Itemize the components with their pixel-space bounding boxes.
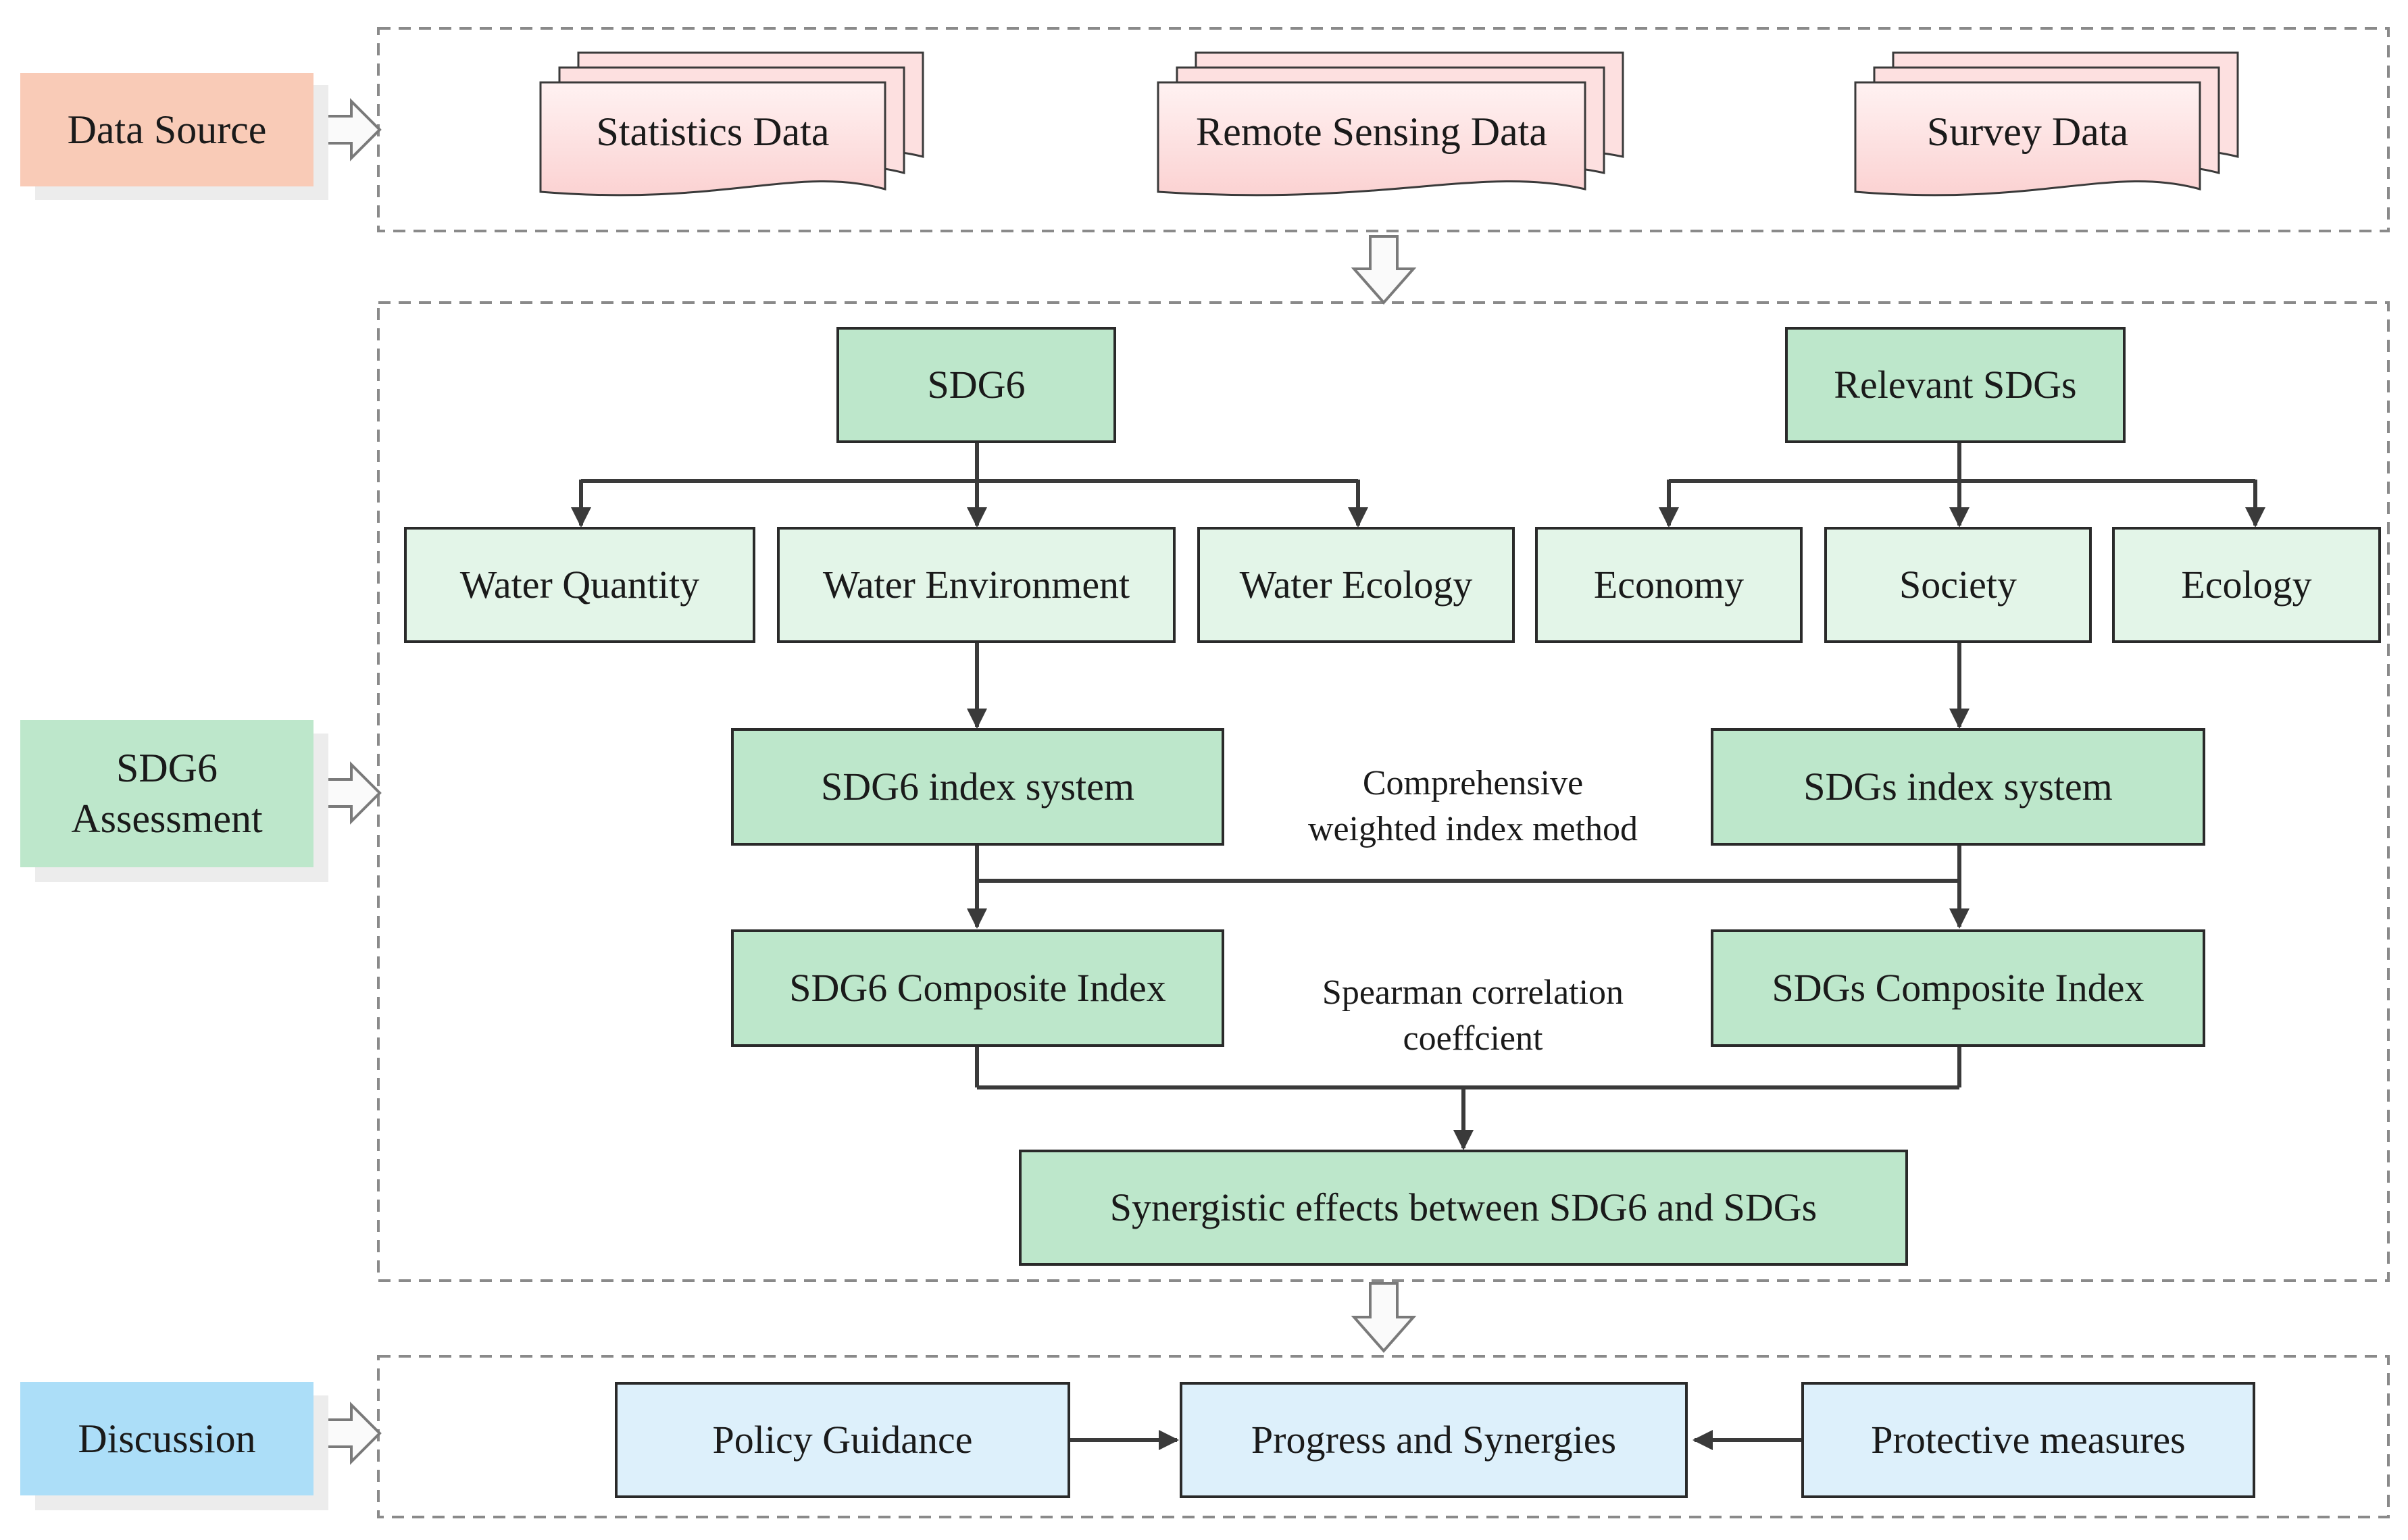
method-note-line1: Comprehensive [1362,764,1584,802]
sdg6-index-system-node: SDG6 index system [731,728,1224,846]
correlation-note: Spearman correlation coeffcient [1257,970,1689,1061]
sdgs-composite-node: SDGs Composite Index [1711,929,2205,1047]
water-ecology-node: Water Ecology [1197,527,1515,643]
document-stack-survey [1854,51,2239,197]
discussion-label-text: Discussion [78,1416,256,1461]
data-source-label-text: Data Source [67,107,267,152]
assessment-label: SDG6 Assessment [20,720,313,867]
synergy-node: Synergistic effects between SDG6 and SDG… [1019,1150,1908,1266]
document-stack-statistics [539,51,924,197]
sdg6-composite-node: SDG6 Composite Index [731,929,1224,1047]
method-note-line2: weighted index method [1307,809,1638,848]
arrow-down-icon [1351,235,1417,1354]
protective-measures-node: Protective measures [1801,1382,2255,1498]
discussion-label: Discussion [20,1382,313,1495]
assessment-label-line1: SDG6 [116,746,218,790]
statistics-data-text: Statistics Data [596,109,830,154]
society-node: Society [1824,527,2092,643]
water-quantity-node: Water Quantity [404,527,755,643]
water-environment-node: Water Environment [777,527,1176,643]
relevant-sdgs-node: Relevant SDGs [1785,327,2126,443]
correlation-note-line1: Spearman correlation [1322,973,1624,1012]
sdgs-index-system-node: SDGs index system [1711,728,2205,846]
connectors [571,443,2265,1450]
sdg6-node: SDG6 [836,327,1116,443]
survey-data-text: Survey Data [1926,109,2129,154]
policy-guidance-node: Policy Guidance [615,1382,1070,1498]
assessment-label-line2: Assessment [71,796,263,841]
document-stack-remote-sensing [1157,51,1624,197]
remote-sensing-data-text: Remote Sensing Data [1196,109,1547,154]
ecology-node: Ecology [2112,527,2381,643]
progress-synergies-node: Progress and Synergies [1180,1382,1688,1498]
arrow-right-icon [312,98,382,1465]
data-source-label: Data Source [20,73,313,186]
economy-node: Economy [1535,527,1803,643]
correlation-note-line2: coeffcient [1403,1019,1543,1058]
section-discussion-frame [377,1355,2390,1518]
method-note: Comprehensive weighted index method [1257,761,1689,852]
